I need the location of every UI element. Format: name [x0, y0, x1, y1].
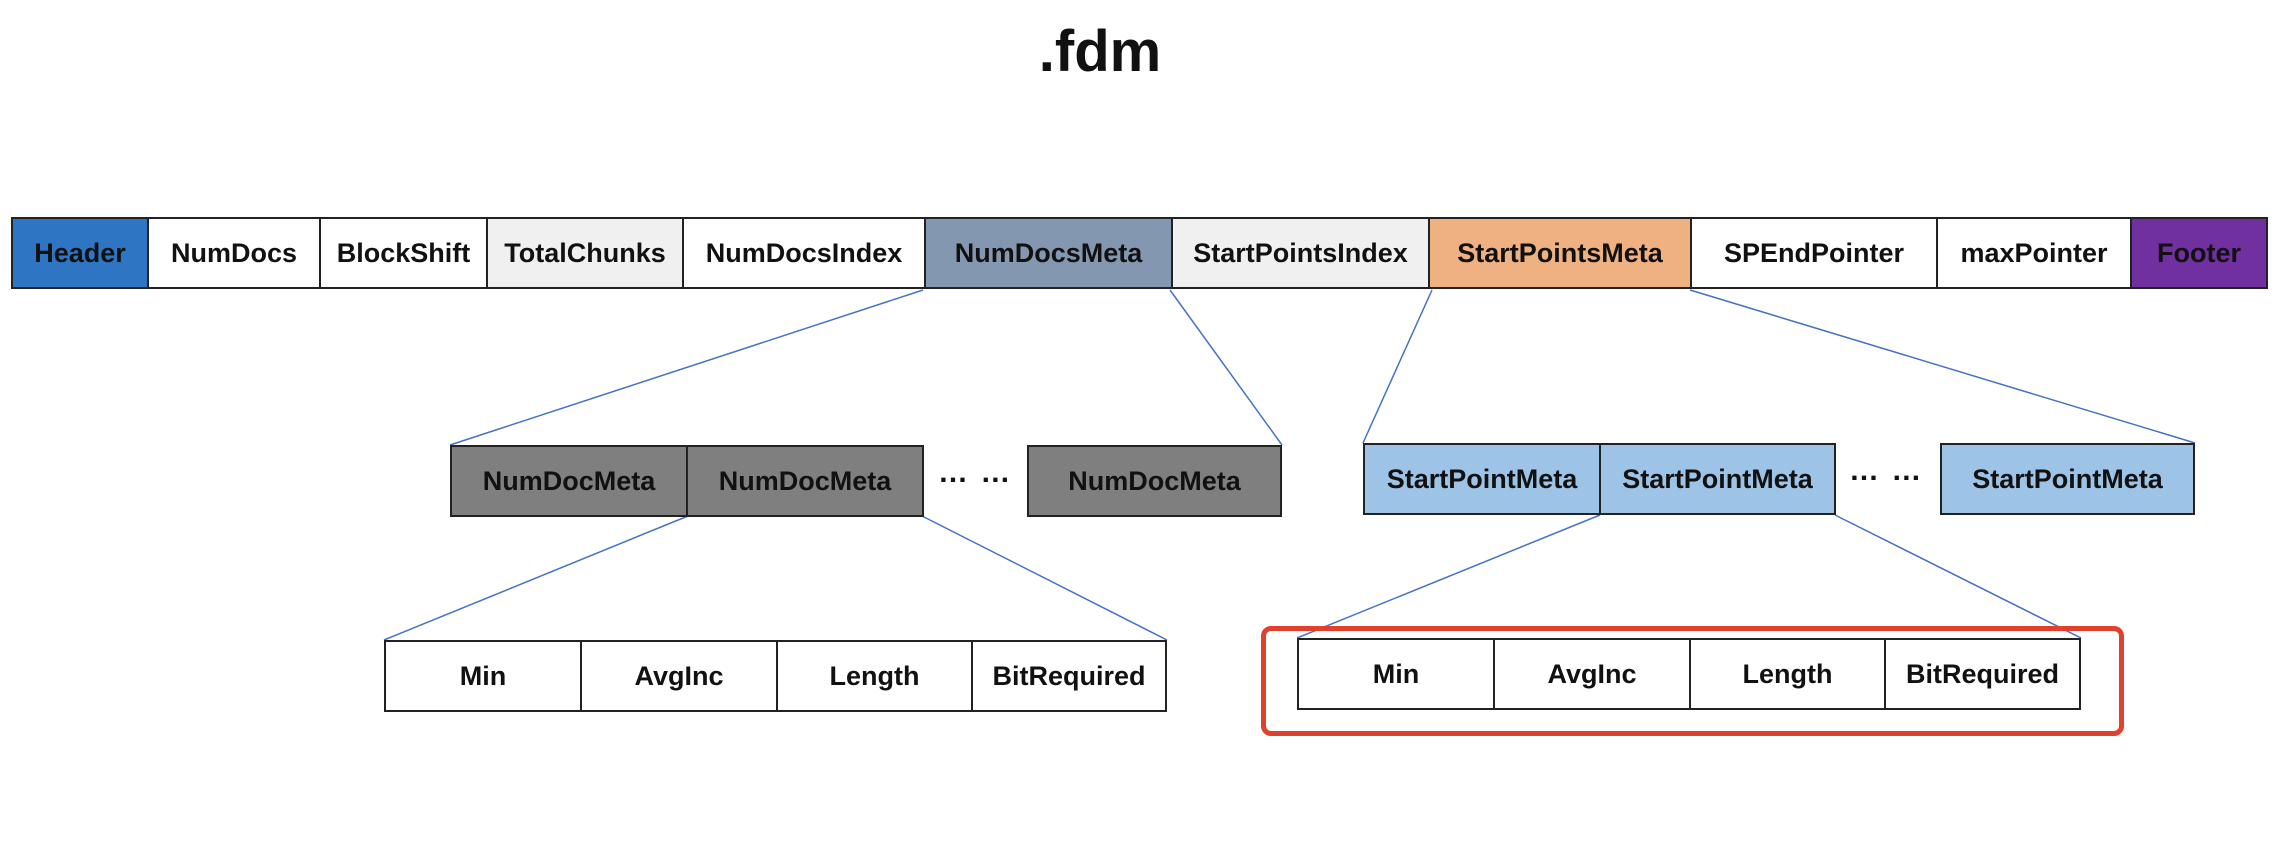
connector-line	[1834, 514, 2082, 639]
maxpointer-label: maxPointer	[1960, 237, 2108, 268]
highlight-box	[1261, 626, 2124, 736]
numdocsindex-cell: NumDocsIndex	[684, 219, 926, 287]
startpointmeta-ellipsis: … …	[1849, 454, 1924, 487]
startpointmeta-label: StartPointMeta	[1386, 463, 1578, 494]
totalchunks-label: TotalChunks	[504, 237, 666, 268]
numdocs-cell: NumDocs	[149, 219, 321, 287]
numdocsmeta-cell: NumDocsMeta	[926, 219, 1173, 287]
field-label: Length	[829, 660, 920, 691]
startpointmeta-fields: Min AvgInc Length BitRequired	[1297, 638, 2081, 710]
numdocsmeta-label: NumDocsMeta	[954, 237, 1143, 268]
numdocmeta-fields: Min AvgInc Length BitRequired	[384, 640, 1167, 712]
field-avginc: AvgInc	[582, 642, 778, 710]
field-bitrequired: BitRequired	[1886, 640, 2079, 708]
field-bitrequired: BitRequired	[973, 642, 1165, 710]
startpointmeta-cell: StartPointMeta	[1601, 445, 1834, 513]
connector-line	[383, 515, 689, 641]
numdocmeta-label: NumDocMeta	[1068, 465, 1241, 496]
footer-cell: Footer	[2132, 219, 2266, 287]
numdocmeta-cell: NumDocMeta	[452, 447, 688, 515]
field-length: Length	[778, 642, 973, 710]
diagram-title: .fdm	[1038, 19, 1162, 84]
startpointmeta-cell-last: StartPointMeta	[1940, 443, 2195, 515]
maxpointer-cell: maxPointer	[1938, 219, 2132, 287]
field-label: Min	[459, 660, 507, 691]
field-avginc: AvgInc	[1495, 640, 1691, 708]
startpointmeta-label: StartPointMeta	[1972, 463, 2163, 494]
numdocmeta-cell-last: NumDocMeta	[1027, 445, 1282, 517]
numdocsindex-label: NumDocsIndex	[705, 237, 903, 268]
numdocmeta-label: NumDocMeta	[482, 465, 656, 496]
field-length: Length	[1691, 640, 1886, 708]
field-label: AvgInc	[1547, 658, 1637, 689]
startpointsmeta-label: StartPointsMeta	[1457, 237, 1663, 268]
connector-line	[1689, 289, 2196, 444]
startpointsindex-label: StartPointsIndex	[1193, 237, 1408, 268]
connector-line	[1169, 289, 1283, 446]
connector-line	[1362, 289, 1433, 444]
footer-label: Footer	[2157, 237, 2241, 268]
spendpointer-cell: SPEndPointer	[1692, 219, 1938, 287]
startpointmeta-label: StartPointMeta	[1622, 463, 1813, 494]
field-label: BitRequired	[1905, 658, 2059, 689]
field-label: Length	[1742, 658, 1833, 689]
numdocmeta-ellipsis: … …	[938, 456, 1013, 489]
numdocmeta-label: NumDocMeta	[718, 465, 892, 496]
numdocmeta-group: NumDocMeta NumDocMeta	[450, 445, 924, 517]
header-label: Header	[34, 237, 126, 268]
numdocs-label: NumDocs	[170, 237, 298, 268]
connector-line	[449, 289, 924, 446]
connector-line	[1296, 514, 1601, 639]
header-cell: Header	[13, 219, 149, 287]
startpointmeta-group: StartPointMeta StartPointMeta	[1363, 443, 1836, 515]
field-label: AvgInc	[634, 660, 724, 691]
connector-line	[921, 515, 1168, 641]
numdocmeta-cell: NumDocMeta	[688, 447, 922, 515]
field-min: Min	[1299, 640, 1495, 708]
blockshift-cell: BlockShift	[321, 219, 488, 287]
blockshift-label: BlockShift	[336, 237, 471, 268]
field-min: Min	[386, 642, 582, 710]
totalchunks-cell: TotalChunks	[488, 219, 684, 287]
spendpointer-label: SPEndPointer	[1723, 237, 1905, 268]
startpointsmeta-cell: StartPointsMeta	[1430, 219, 1692, 287]
startpointsindex-cell: StartPointsIndex	[1173, 219, 1430, 287]
startpointmeta-cell: StartPointMeta	[1365, 445, 1601, 513]
fdm-file-layout: Header NumDocs BlockShift TotalChunks Nu…	[11, 217, 2268, 289]
field-label: Min	[1372, 658, 1420, 689]
field-label: BitRequired	[992, 660, 1146, 691]
